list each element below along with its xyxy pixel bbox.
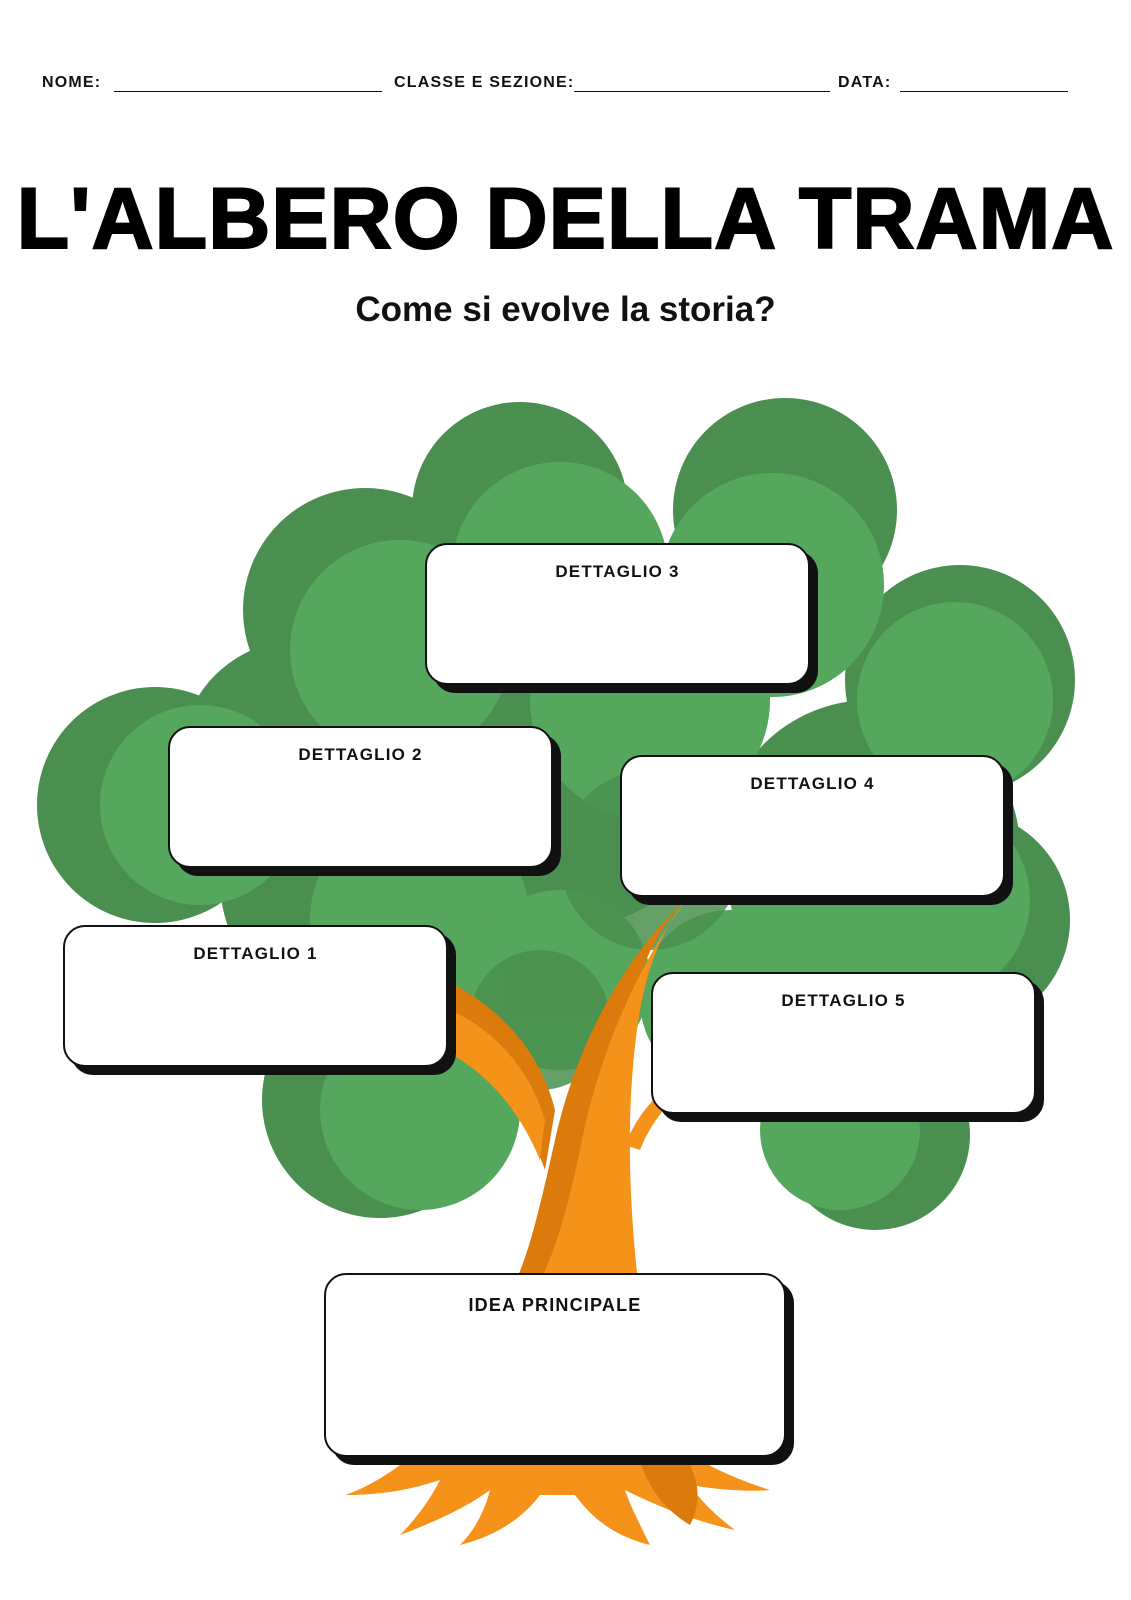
detail-3-box[interactable]: DETTAGLIO 3 [425, 543, 810, 685]
date-line[interactable] [900, 91, 1068, 92]
detail-5-box[interactable]: DETTAGLIO 5 [651, 972, 1036, 1114]
main-idea-box[interactable]: IDEA PRINCIPALE [324, 1273, 786, 1457]
detail-5-label: DETTAGLIO 5 [781, 991, 906, 1010]
detail-3-label: DETTAGLIO 3 [555, 562, 680, 581]
detail-2-label: DETTAGLIO 2 [298, 745, 423, 764]
page-subtitle: Come si evolve la storia? [355, 290, 776, 329]
name-label: NOME: [42, 74, 102, 91]
page-title: L'ALBERO DELLA TRAMA [16, 170, 1115, 268]
detail-1-box[interactable]: DETTAGLIO 1 [63, 925, 448, 1067]
detail-4-label: DETTAGLIO 4 [750, 774, 875, 793]
name-line[interactable] [114, 91, 382, 92]
detail-2-box[interactable]: DETTAGLIO 2 [168, 726, 553, 868]
date-label: DATA: [838, 74, 892, 91]
detail-4-box[interactable]: DETTAGLIO 4 [620, 755, 1005, 897]
class-line[interactable] [574, 91, 830, 92]
main-idea-label: IDEA PRINCIPALE [468, 1295, 642, 1315]
header-row: NOME: CLASSE E SEZIONE: DATA: [42, 70, 1092, 94]
detail-1-label: DETTAGLIO 1 [193, 944, 318, 963]
class-label: CLASSE E SEZIONE: [394, 74, 575, 91]
tree-trunk [345, 895, 770, 1545]
